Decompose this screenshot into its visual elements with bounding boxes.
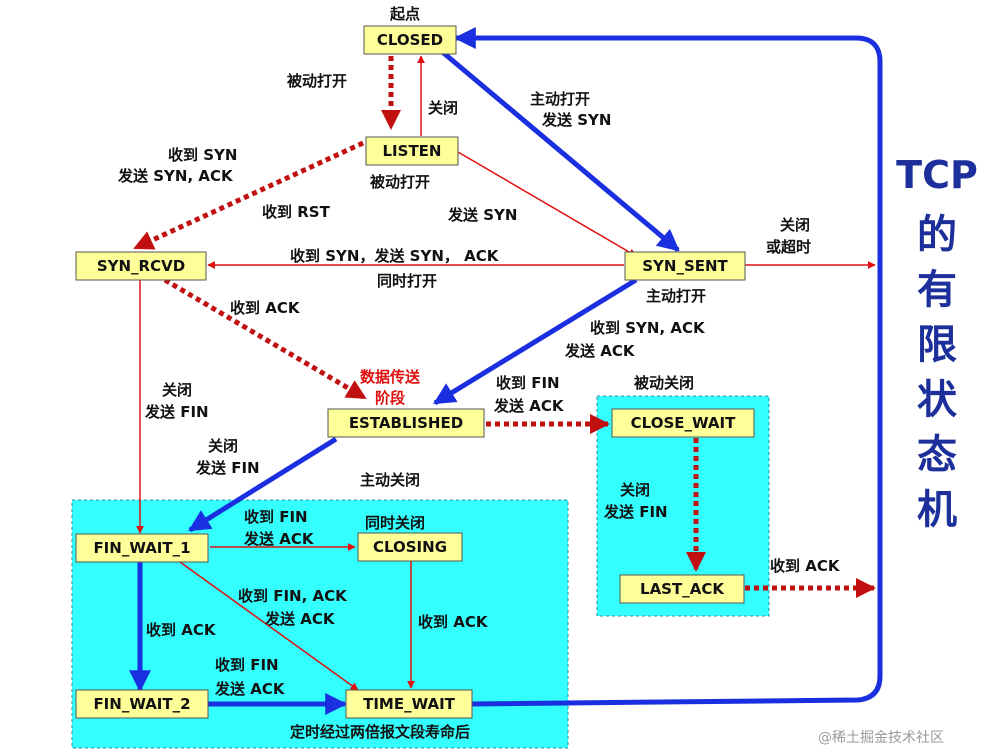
label-close-3: 关闭 <box>620 481 650 499</box>
arrow-syn-sent-to-established <box>433 277 638 406</box>
title-char-1: 的 <box>917 212 957 258</box>
label-recv-fin-2: 收到 FIN <box>244 508 308 526</box>
label-send-syn-1: 发送 SYN <box>541 111 611 129</box>
label-recv-fin-ack: 收到 FIN, ACK <box>238 587 348 605</box>
label-send-ack-4: 发送 ACK <box>264 610 336 628</box>
watermark: @稀土掘金技术社区 <box>818 730 944 746</box>
label-recv-fin-3: 收到 FIN <box>215 656 279 674</box>
state-syn-rcvd: SYN_RCVD <box>75 251 207 281</box>
label-send-syn-ack: 发送 SYN, ACK <box>117 167 234 185</box>
label-passive-close: 被动关闭 <box>634 374 694 392</box>
state-established: ESTABLISHED <box>327 408 485 438</box>
state-fin-wait-1-label: FIN_WAIT_1 <box>93 539 190 557</box>
label-data-transfer-1: 数据传送 <box>360 368 421 386</box>
arrow-time-wait-to-closed <box>453 27 883 707</box>
state-fin-wait-2-label: FIN_WAIT_2 <box>93 695 190 713</box>
label-simul-close: 同时关闭 <box>365 514 425 532</box>
state-closed: CLOSED <box>363 25 457 55</box>
label-timed-wait: 定时经过两倍报文段寿命后 <box>290 723 470 741</box>
label-start: 起点 <box>389 5 420 23</box>
label-recv-ack-4: 收到 ACK <box>770 557 841 575</box>
label-send-ack-3: 发送 ACK <box>243 530 315 548</box>
state-fin-wait-1: FIN_WAIT_1 <box>75 533 209 563</box>
label-recv-ack-1: 收到 ACK <box>230 299 301 317</box>
state-fin-wait-2: FIN_WAIT_2 <box>75 689 209 719</box>
state-close-wait: CLOSE_WAIT <box>611 408 755 438</box>
diagram-title: TCP 的 有 限 状 态 机 <box>896 153 978 533</box>
label-send-fin-1: 发送 FIN <box>144 403 209 421</box>
label-active-open-2: 主动打开 <box>646 287 706 305</box>
state-last-ack-label: LAST_ACK <box>640 580 725 598</box>
arrow-established-to-fin-wait-1 <box>188 436 338 533</box>
title-char-3: 限 <box>917 322 957 368</box>
title-char-4: 状 <box>917 377 958 423</box>
label-recv-ack-2: 收到 ACK <box>146 621 217 639</box>
label-close-2: 关闭 <box>208 437 238 455</box>
label-recv-ack-3: 收到 ACK <box>418 613 489 631</box>
label-close-timeout-2: 或超时 <box>766 238 811 256</box>
state-listen-label: LISTEN <box>383 142 442 160</box>
state-closed-label: CLOSED <box>377 31 443 49</box>
label-send-ack-1: 发送 ACK <box>564 342 636 360</box>
label-recv-rst: 收到 RST <box>262 203 331 221</box>
state-time-wait-label: TIME_WAIT <box>363 695 456 713</box>
label-close-1: 关闭 <box>162 381 192 399</box>
state-syn-rcvd-label: SYN_RCVD <box>97 257 185 275</box>
state-closing: CLOSING <box>357 532 463 562</box>
label-send-fin-3: 发送 FIN <box>603 503 668 521</box>
arrow-listen-to-syn-sent <box>457 151 637 257</box>
label-data-transfer-2: 阶段 <box>375 389 405 407</box>
label-simul-open: 同时打开 <box>377 272 437 290</box>
arrow-closed-to-syn-sent <box>438 48 680 252</box>
arrow-listen-to-syn-rcvd <box>133 140 365 251</box>
title-char-6: 机 <box>917 487 957 533</box>
state-time-wait: TIME_WAIT <box>345 689 473 719</box>
label-active-open-1: 主动打开 <box>530 90 590 108</box>
label-passive-open-top: 被动打开 <box>287 72 347 90</box>
label-recv-syn-ack: 收到 SYN, ACK <box>590 319 706 337</box>
label-send-syn-2: 发送 SYN <box>447 206 517 224</box>
state-close-wait-label: CLOSE_WAIT <box>631 414 736 432</box>
state-closing-label: CLOSING <box>373 538 447 556</box>
label-active-close: 主动关闭 <box>360 471 420 489</box>
label-recv-fin-1: 收到 FIN <box>496 374 560 392</box>
label-simul-recv: 收到 SYN，发送 SYN， ACK <box>290 247 500 265</box>
title-char-0: TCP <box>896 153 978 197</box>
label-send-ack-2: 发送 ACK <box>493 397 565 415</box>
label-close-listen: 关闭 <box>428 99 458 117</box>
label-send-ack-5: 发送 ACK <box>214 680 286 698</box>
arrow-syn-rcvd-to-established <box>163 277 367 401</box>
label-close-timeout-1: 关闭 <box>780 216 810 234</box>
state-last-ack: LAST_ACK <box>619 574 745 604</box>
state-syn-sent-label: SYN_SENT <box>642 257 728 275</box>
label-passive-open-listen: 被动打开 <box>370 173 430 191</box>
title-char-5: 态 <box>917 432 957 478</box>
label-recv-syn: 收到 SYN <box>168 146 237 164</box>
title-char-2: 有 <box>917 267 957 313</box>
state-syn-sent: SYN_SENT <box>624 251 746 281</box>
arrow-fin-wait-1-to-time-wait <box>179 561 359 691</box>
state-established-label: ESTABLISHED <box>349 414 463 432</box>
label-send-fin-2: 发送 FIN <box>195 459 260 477</box>
state-listen: LISTEN <box>365 136 459 166</box>
